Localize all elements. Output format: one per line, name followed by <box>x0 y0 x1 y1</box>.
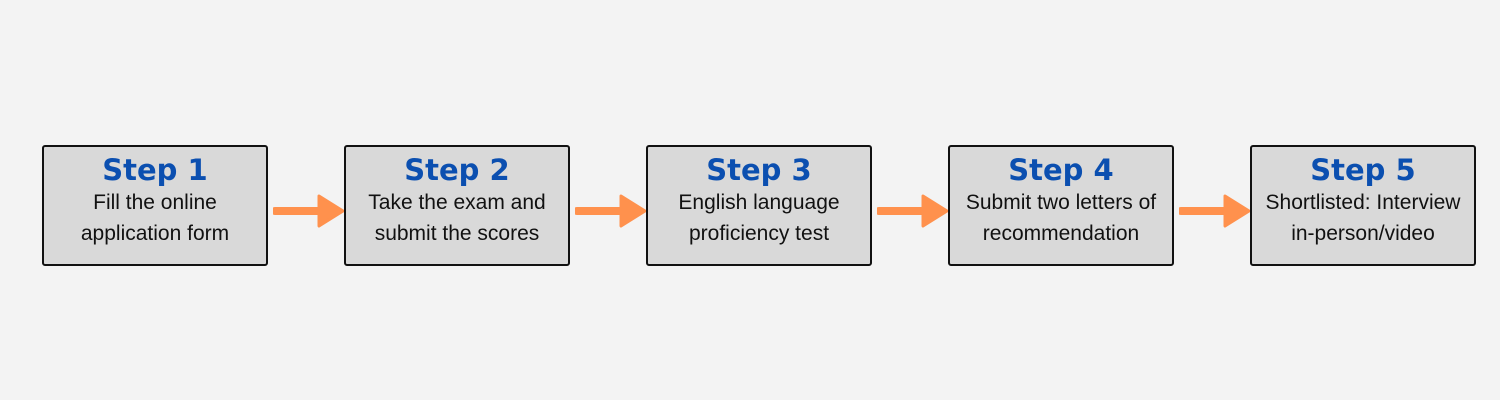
step-5-box: Step 5 Shortlisted: Interview in-person/… <box>1250 145 1476 266</box>
step-3-description-line-2: proficiency test <box>688 222 830 245</box>
step-3-box: Step 3 English language proficiency test <box>646 145 872 266</box>
step-2-title: Step 2 <box>404 153 510 187</box>
arrow-right-icon <box>1179 194 1251 228</box>
arrow-right-icon <box>273 194 345 228</box>
step-4-description-line-2: recommendation <box>982 222 1140 245</box>
step-4-description-line-1: Submit two letters of <box>965 191 1157 214</box>
step-5-title: Step 5 <box>1310 153 1416 187</box>
step-5-description-line-2: in-person/video <box>1291 222 1435 245</box>
arrow-right-icon <box>575 194 647 228</box>
step-5-description-line-1: Shortlisted: Interview <box>1265 191 1461 214</box>
step-2-box: Step 2 Take the exam and submit the scor… <box>344 145 570 266</box>
step-1-description-line-2: application form <box>80 222 230 245</box>
step-4-title: Step 4 <box>1008 153 1114 187</box>
step-4-box: Step 4 Submit two letters of recommendat… <box>948 145 1174 266</box>
arrow-right-icon <box>877 194 949 228</box>
step-2-description-line-2: submit the scores <box>374 222 540 245</box>
step-3-description-line-1: English language <box>678 191 840 214</box>
step-1-title: Step 1 <box>102 153 208 187</box>
step-1-description-line-1: Fill the online <box>93 191 217 214</box>
step-1-box: Step 1 Fill the online application form <box>42 145 268 266</box>
step-2-description-line-1: Take the exam and <box>368 191 546 214</box>
step-3-title: Step 3 <box>706 153 812 187</box>
